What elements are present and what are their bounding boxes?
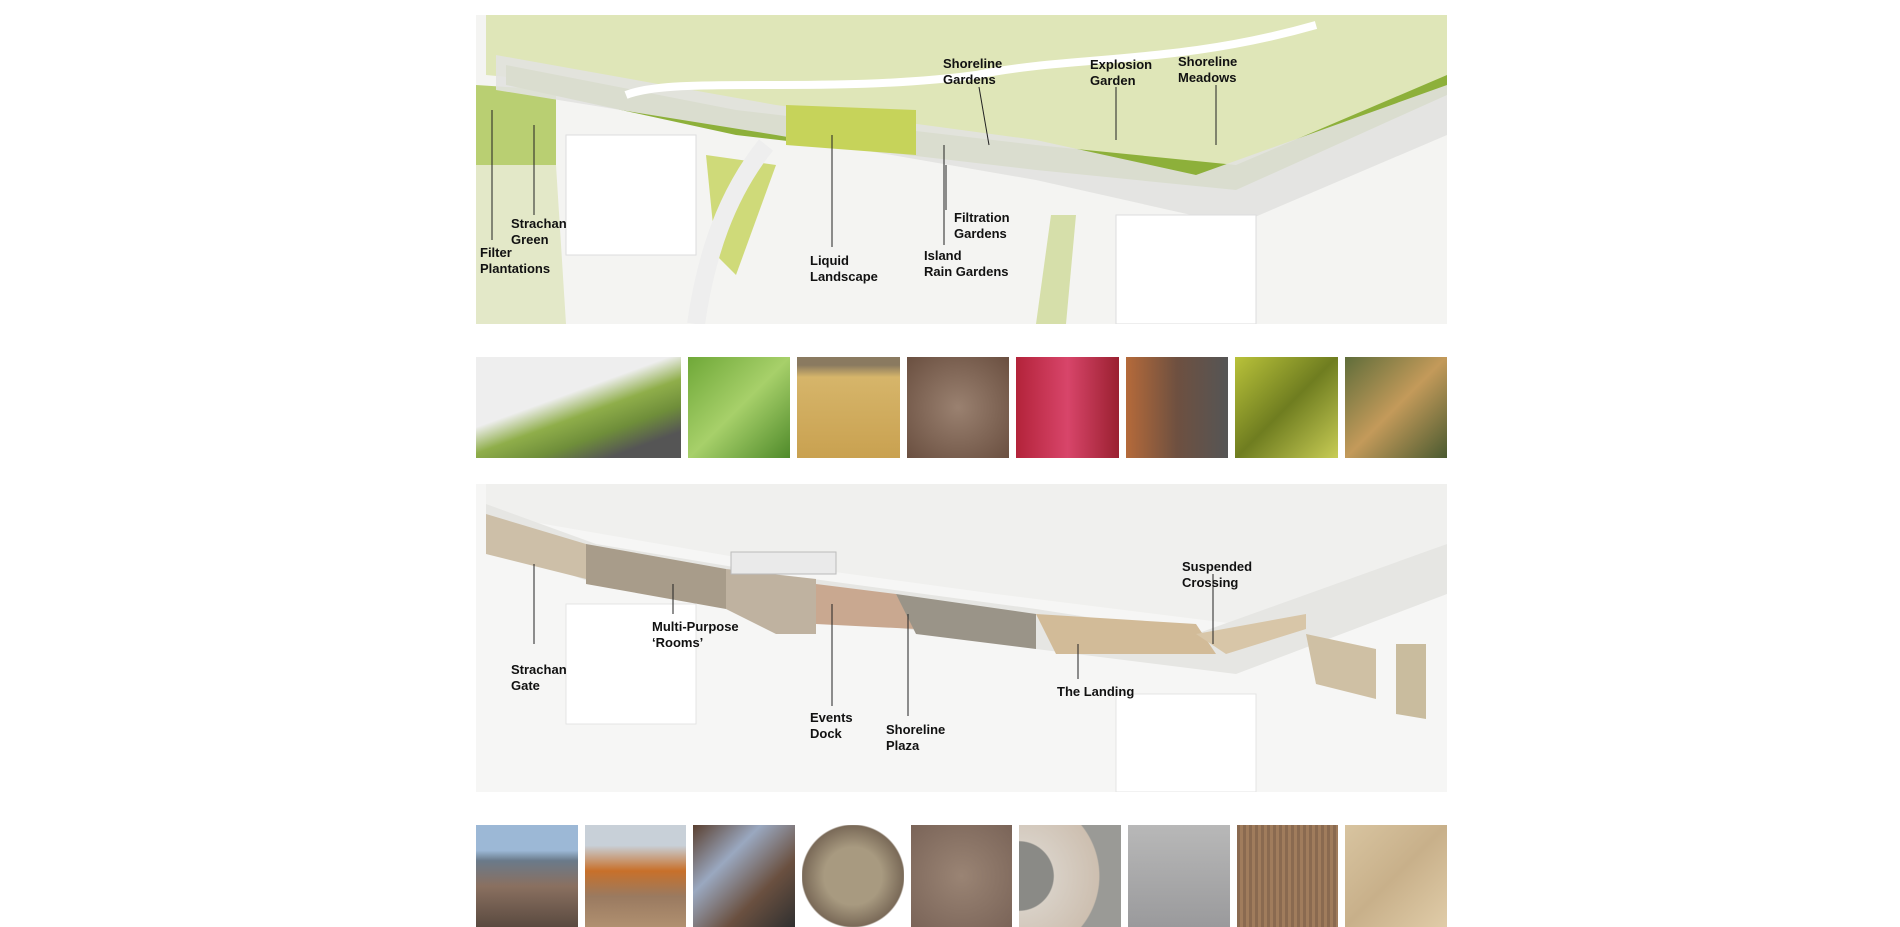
thumb-green-grass: [687, 357, 791, 458]
thumb-salvaged-debris: [693, 825, 796, 927]
thumb-painted-asphalt: [1128, 825, 1230, 927]
thumb-crushed-aggregate: [910, 825, 1013, 927]
planting-plan-drawing: [476, 15, 1447, 324]
thumb-feather-grass: [1344, 357, 1447, 458]
thumb-rubble-beach: [476, 825, 578, 927]
label-line: Crossing: [1182, 575, 1239, 590]
label-line: Strachan: [511, 662, 567, 677]
material-thumbnails: [476, 825, 1448, 927]
thumb-timber-grain: [1345, 825, 1448, 927]
label-line: Rain Gardens: [924, 264, 1009, 279]
label-line: Gardens: [954, 226, 1007, 241]
label-line: Shoreline: [886, 722, 946, 737]
label-line: Multi-Purpose: [652, 619, 739, 634]
label-line: ‘Rooms’: [652, 635, 704, 650]
thumb-yellow-grass: [1235, 357, 1338, 458]
planting-thumbnails: [476, 357, 1447, 458]
label-line: Shoreline: [1178, 54, 1238, 69]
programme-plan-drawing: [486, 484, 1447, 792]
label-line: The Landing: [1057, 684, 1135, 699]
programme-plan: [476, 484, 1447, 792]
label-line: Events: [810, 710, 853, 725]
thumb-gravel: [906, 357, 1010, 458]
thumb-red-dogwood: [1016, 357, 1119, 458]
label-line: Gate: [511, 678, 540, 693]
label-line: Meadows: [1178, 70, 1237, 85]
label-the-landing: The Landing: [1057, 684, 1134, 700]
label-line: Explosion: [1090, 57, 1153, 72]
label-line: Dock: [810, 726, 842, 741]
label-line: Gardens: [943, 72, 996, 87]
thumb-autumn-shrub: [1125, 357, 1229, 458]
thumb-wood-decking: [1236, 825, 1339, 927]
label-line: Plaza: [886, 738, 920, 753]
label-line: Green: [511, 232, 549, 247]
thumb-terrazzo-paving: [1019, 825, 1122, 927]
label-line: Strachan: [511, 216, 567, 231]
thumb-landform-render: [476, 357, 681, 458]
label-line: Landscape: [810, 269, 878, 284]
label-multi-purpose-rooms: Multi-Purpose‘Rooms’: [652, 619, 739, 651]
label-line: Suspended: [1182, 559, 1253, 574]
label-line: Liquid: [810, 253, 849, 268]
label-line: Plantations: [480, 261, 551, 276]
thumb-excavator-rubble: [584, 825, 687, 927]
planting-plan: [476, 15, 1447, 324]
thumb-dry-grass: [797, 357, 900, 458]
label-line: Filter: [480, 245, 512, 260]
thumb-river-stones: [802, 825, 904, 927]
label-line: Garden: [1090, 73, 1136, 88]
label-line: Filtration: [954, 210, 1010, 225]
label-line: Island: [924, 248, 962, 263]
label-line: Shoreline: [943, 56, 1003, 71]
